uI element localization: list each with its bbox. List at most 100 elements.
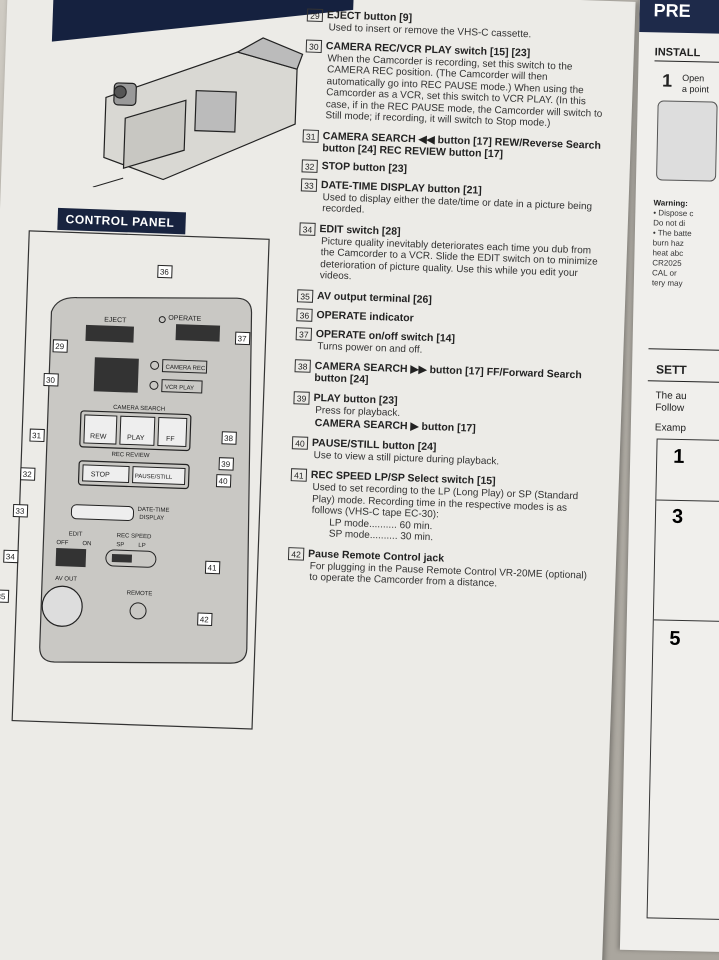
stop-label: STOP (91, 471, 110, 479)
callout-32: 32 (23, 470, 33, 479)
sp-label: SP (116, 542, 124, 548)
camera-rec-label: CAMERA REC (165, 365, 206, 372)
settings-heading: SETT (655, 362, 687, 378)
item-number: 39 (293, 391, 310, 405)
item-body: Picture quality inevitably deteriorates … (319, 235, 598, 283)
ff-label: FF (166, 436, 175, 443)
item-number: 31 (302, 128, 319, 143)
install-point-text: a point (681, 83, 710, 95)
callout-41: 41 (207, 563, 217, 572)
display-label: DISPLAY (139, 515, 164, 522)
eject-switch (85, 324, 134, 343)
eject-label: EJECT (104, 317, 127, 325)
callout-30: 30 (46, 376, 56, 385)
manual-page: CONTROL PANEL EJECT OPERATE CAMERA REC V… (0, 0, 636, 960)
operate-label: OPERATE (168, 315, 201, 323)
install-step-number: 1 (661, 70, 673, 91)
warning-heading: Warning: (653, 198, 689, 209)
operate-switch (175, 324, 221, 342)
step-3: 3 (671, 505, 684, 529)
item-title: OPERATE indicator (316, 308, 414, 324)
off-label: OFF (56, 540, 69, 546)
callout-40: 40 (218, 477, 228, 486)
item-number: 30 (305, 38, 323, 53)
rew-label: REW (90, 433, 107, 441)
rec-speed-label: REC SPEED (117, 533, 153, 540)
item-number: 35 (296, 288, 314, 303)
callout-34: 34 (6, 552, 16, 561)
item-number: 42 (287, 546, 305, 561)
callout-35: 35 (0, 592, 6, 601)
battery-illustration (656, 100, 718, 182)
control-panel-diagram: EJECT OPERATE CAMERA REC VCR PLAY CAMERA… (0, 230, 270, 730)
item-title: CAMERA SEARCH ◀◀ button [17] REW/Reverse… (322, 129, 602, 160)
lp-label: LP (138, 543, 146, 549)
camera-search-label: CAMERA SEARCH (113, 405, 165, 413)
item-number: 29 (306, 8, 324, 23)
example-label: Examp (654, 422, 687, 435)
date-time-button (70, 504, 135, 522)
on-label: ON (82, 541, 91, 547)
pause-still-button (132, 466, 186, 485)
callout-36: 36 (160, 267, 170, 276)
av-out-label: AV OUT (55, 576, 77, 583)
item-number: 32 (301, 158, 318, 173)
play-button (119, 415, 156, 446)
callout-37: 37 (237, 334, 247, 343)
rec-review-label: REC REVIEW (111, 452, 150, 459)
item-number: 36 (296, 307, 313, 322)
callout-42: 42 (200, 615, 210, 624)
right-header: PRE (639, 0, 719, 35)
callout-29: 29 (55, 342, 65, 351)
item-number: 34 (299, 221, 316, 236)
settings-line-2: Follow (655, 402, 685, 415)
camera-rec-switch (93, 357, 139, 393)
item-number: 37 (295, 326, 313, 341)
callout-38: 38 (224, 434, 234, 443)
item-number: 38 (294, 359, 311, 373)
steps-table: 1 3 5 (646, 438, 719, 921)
item-number: 40 (291, 435, 309, 450)
item-number: 33 (300, 177, 318, 192)
play-label: PLAY (127, 434, 145, 442)
right-header-text: PRE (653, 0, 691, 22)
callout-39: 39 (221, 460, 231, 469)
edit-switch (55, 548, 87, 568)
stop-button (82, 464, 130, 484)
item-title: STOP button [23] (321, 159, 408, 175)
rew-button (83, 414, 118, 445)
step-1: 1 (673, 445, 685, 469)
settings-line-1: The au (655, 390, 687, 403)
remote-jack (129, 602, 147, 620)
camcorder-illustration (92, 37, 304, 188)
vcr-play-label: VCR PLAY (165, 385, 194, 392)
av-out-jack (41, 585, 83, 627)
rec-speed-switch (105, 549, 157, 568)
ff-button (157, 417, 188, 448)
date-time-label: DATE-TIME (137, 507, 169, 514)
step-5: 5 (669, 627, 681, 650)
edit-label: EDIT (69, 531, 83, 537)
warning-line: tery may (651, 278, 683, 288)
callout-33: 33 (15, 507, 25, 516)
remote-label: REMOTE (127, 591, 153, 598)
item-title: AV output terminal [26] (316, 289, 433, 306)
item-number: 41 (290, 468, 308, 482)
item-body: When the Camcorder is recording, set thi… (325, 52, 603, 130)
callout-31: 31 (32, 431, 42, 440)
install-open-text: Open (682, 72, 705, 84)
pause-still-label: PAUSE/STILL (135, 474, 173, 481)
item-title: CAMERA SEARCH ▶▶ button [17] FF/Forward … (314, 359, 582, 386)
